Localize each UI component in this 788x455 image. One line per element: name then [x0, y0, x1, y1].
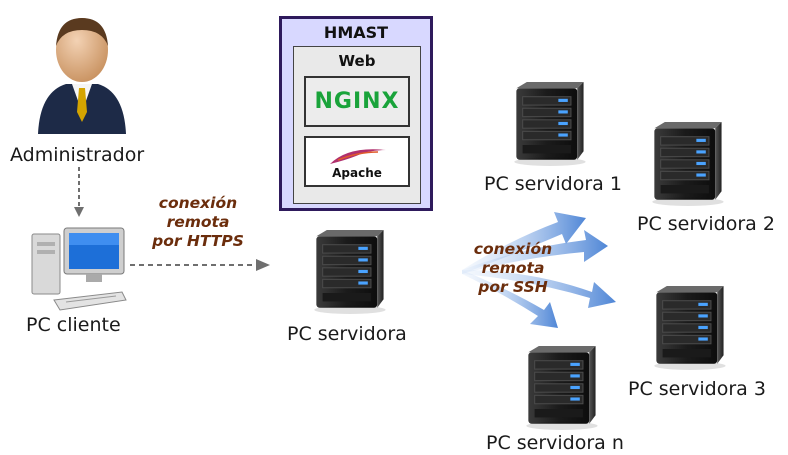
server-icon: [313, 229, 387, 315]
desktop-pc-icon: [31, 227, 127, 311]
server-label: PC servidora: [287, 323, 407, 345]
apache-logo: Apache: [332, 166, 382, 180]
hmast-box: HMAST Web NGINX Apache: [279, 16, 433, 211]
hmast-title: HMAST: [323, 23, 389, 42]
admin-to-client-arrow: [74, 167, 84, 217]
server-1-label: PC servidora 1: [484, 173, 622, 195]
https-connection-label: conexión remota por HTTPS: [152, 194, 244, 250]
nginx-box: NGINX: [304, 76, 410, 127]
server-n-label: PC servidora n: [486, 432, 624, 454]
web-box: Web NGINX Apache: [293, 46, 421, 204]
client-label: PC cliente: [26, 314, 121, 336]
server-icon: [513, 81, 587, 167]
user-icon: [38, 18, 126, 134]
client-to-server-arrow: [130, 259, 270, 271]
nginx-logo: NGINX: [314, 89, 400, 114]
ssh-arrows: [462, 212, 616, 328]
server-3-label: PC servidora 3: [628, 378, 766, 400]
server-icon: [651, 121, 725, 207]
web-title: Web: [338, 52, 376, 70]
apache-box: Apache: [304, 136, 410, 187]
server-2-label: PC servidora 2: [637, 213, 775, 235]
apache-feather-icon: [330, 149, 386, 164]
ssh-connection-label: conexión remota por SSH: [473, 240, 553, 296]
server-icon: [653, 285, 727, 371]
server-icon: [525, 345, 599, 431]
admin-label: Administrador: [10, 144, 145, 166]
